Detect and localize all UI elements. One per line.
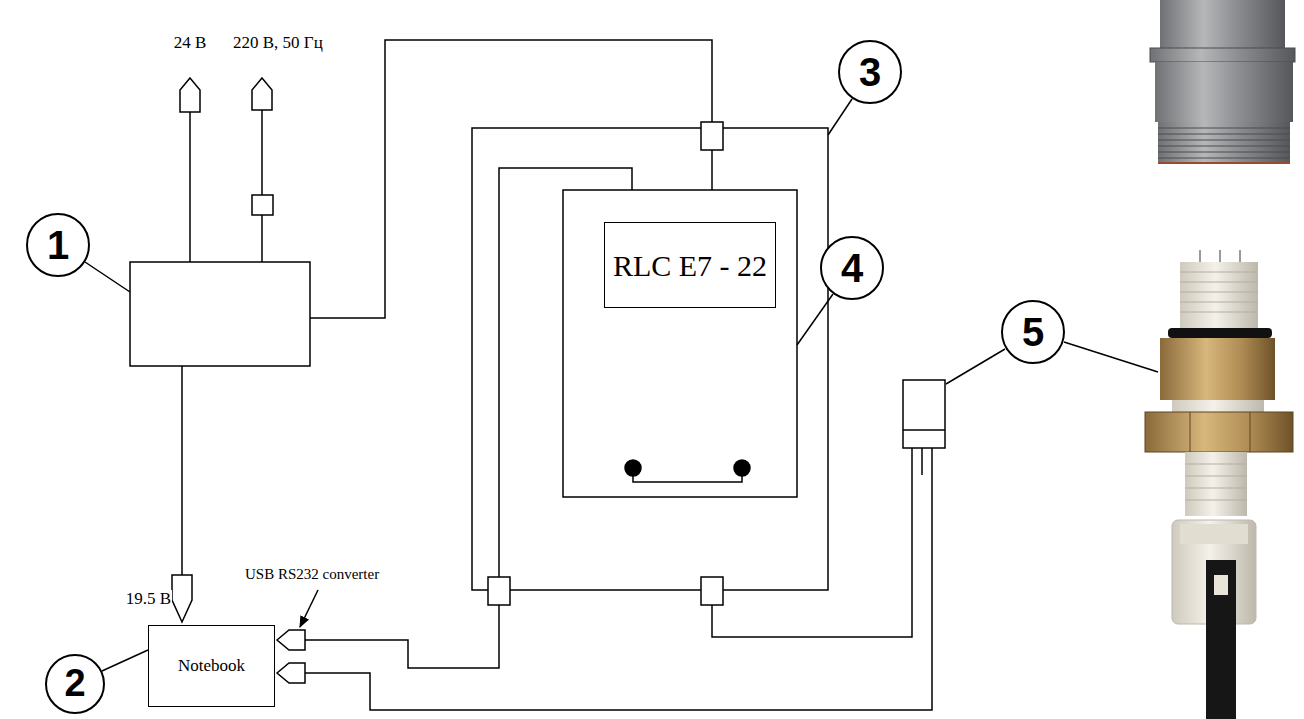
- probe-symbol: [903, 429, 945, 431]
- insulator-thread: [1185, 452, 1247, 516]
- box-text: Notebook: [178, 657, 245, 676]
- converter-label: USB RS232 converter: [244, 566, 380, 583]
- sensor-photo: [1145, 0, 1295, 719]
- wire: [305, 605, 499, 668]
- probe-symbol: [903, 380, 945, 448]
- wire: [261, 215, 263, 262]
- wire: [261, 110, 263, 195]
- callout-text: 3: [859, 50, 881, 94]
- connector-symbol: [701, 122, 723, 150]
- thread-line: [1158, 146, 1290, 147]
- nut-edge: [1250, 412, 1251, 452]
- probe-pin: [931, 448, 933, 475]
- sensor-pin: [1199, 250, 1201, 262]
- sensor-pin: [1219, 250, 1221, 262]
- callout-number: 1: [26, 213, 90, 277]
- thread-line: [1158, 152, 1290, 153]
- wire: [189, 112, 191, 262]
- voltage-label: 19.5 В: [125, 590, 172, 609]
- thread-line: [1158, 140, 1290, 141]
- wire: [181, 366, 183, 575]
- display-panel: RLC E7 - 22: [604, 222, 776, 308]
- connector-symbol: [488, 577, 510, 605]
- callout-number: 5: [1001, 300, 1065, 364]
- thread-line: [1180, 302, 1258, 303]
- thread-lines: [1180, 272, 1258, 312]
- cable-sleeve: [1214, 575, 1228, 595]
- hex-nut: [1145, 412, 1293, 452]
- terminal-bracket: [633, 468, 742, 482]
- cable: [1206, 560, 1236, 719]
- thread-line: [1158, 134, 1290, 135]
- port-symbol: [277, 663, 305, 683]
- leader-line: [946, 349, 1005, 384]
- brass-sleeve: [1160, 338, 1275, 400]
- thread-lines: [1185, 464, 1247, 500]
- wire: [305, 475, 932, 710]
- sensor-thread: [1158, 122, 1290, 164]
- sealant-line: [1158, 162, 1290, 164]
- notebook-box: Notebook: [148, 625, 275, 707]
- leader-line: [102, 650, 148, 671]
- probe-pin: [911, 448, 913, 475]
- housing-cup: [1180, 524, 1248, 544]
- wire: [712, 475, 912, 637]
- callout-text: 1: [47, 223, 69, 267]
- sensor-cap: [1150, 48, 1295, 62]
- callout-text: 2: [64, 663, 85, 705]
- callout-text: 4: [841, 246, 863, 290]
- instrument-housing: [563, 190, 797, 497]
- box-text: RLC E7 - 22: [613, 249, 767, 282]
- probe-pin: [921, 448, 923, 475]
- thread-line: [1180, 272, 1258, 273]
- plug-symbol: [172, 575, 192, 622]
- sensor-pin: [1239, 250, 1241, 262]
- pointer-arrow: [300, 590, 318, 627]
- leader-line: [797, 294, 833, 345]
- thread-line: [1180, 292, 1258, 293]
- power-supply-box: [130, 262, 310, 366]
- thread-line: [1158, 158, 1290, 159]
- plug-symbol: [180, 78, 200, 112]
- nut-edge: [1190, 412, 1191, 452]
- thread-line: [1185, 488, 1247, 489]
- port-symbol: [277, 630, 305, 650]
- callout-number: 2: [45, 654, 105, 714]
- callout-text: 5: [1022, 310, 1044, 354]
- voltage-label: 24 В: [173, 34, 208, 53]
- leader-line: [828, 99, 852, 135]
- callout-number: 4: [820, 236, 884, 300]
- cable-loop: [472, 128, 828, 590]
- thread-lines: [1158, 128, 1290, 158]
- insulator: [1172, 400, 1264, 412]
- thread-line: [1180, 282, 1258, 283]
- thread-line: [1185, 500, 1247, 501]
- wire: [711, 150, 713, 190]
- leader-line: [85, 262, 130, 292]
- callout-number: 3: [838, 40, 902, 104]
- sensor-cap: [1155, 62, 1293, 122]
- o-ring: [1168, 328, 1272, 338]
- insulator-thread: [1180, 262, 1258, 330]
- sensor-cap: [1160, 0, 1285, 48]
- thread-line: [1158, 128, 1290, 129]
- thread-line: [1180, 312, 1258, 313]
- leader-line: [1064, 342, 1158, 372]
- connector-symbol: [701, 577, 723, 605]
- voltage-label: 220 В, 50 Гц: [232, 34, 324, 53]
- sensor-pins: [1200, 250, 1240, 262]
- thread-line: [1185, 464, 1247, 465]
- thread-line: [1185, 476, 1247, 477]
- plug-symbol: [252, 78, 272, 110]
- fuse-symbol: [252, 195, 273, 215]
